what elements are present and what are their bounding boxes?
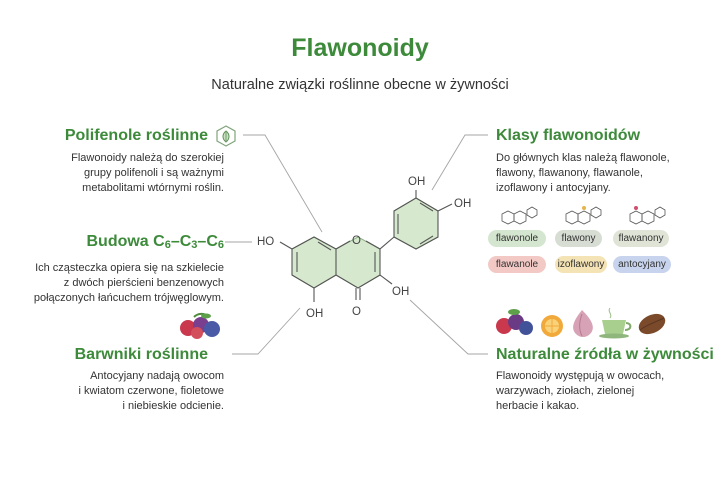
text-zrodla: Flawonoidy występują w owocach, warzywac… (496, 369, 706, 414)
structure-icon-2 (565, 206, 602, 225)
ring-a (291, 236, 337, 289)
class-pill-flawanony: flawanony (613, 230, 669, 247)
page-subtitle: Naturalne związki roślinne obecne w żywn… (211, 77, 509, 93)
connector-barwniki (232, 307, 301, 355)
text-line: Do głównych klas należą flawonole, (496, 152, 670, 164)
cocoa-icon (638, 313, 666, 335)
subscript: 3 (191, 239, 198, 251)
text-line: Ich cząsteczka opiera się na szkielecie (35, 262, 224, 274)
connector-klasy (431, 134, 488, 191)
heading-budowa-c: –C (170, 233, 192, 250)
text-line: połączonych łańcuchem trójwęglowym. (33, 292, 224, 304)
label-oh: OH (408, 176, 425, 188)
text-line: herbacie i kakao. (496, 400, 580, 412)
text-line: warzywach, ziołach, zielonej (496, 385, 635, 397)
text-line: flawony, flawanony, flawanole, (496, 167, 643, 179)
text-line: izoflawony i antocyjany. (496, 182, 611, 194)
text-line: i niebieskie odcienie. (122, 400, 224, 412)
structure-icon-3 (629, 206, 666, 225)
subscript: 6 (217, 239, 224, 251)
onion-icon (573, 310, 593, 337)
class-pill-izoflawony: izoflawony (555, 256, 607, 273)
connector-polifenole (243, 134, 323, 233)
heading-budowa-c: –C (197, 233, 218, 250)
ring-b (393, 197, 439, 250)
polyphenol-leaf-icon (216, 125, 236, 147)
heading-budowa-c: C (153, 233, 165, 250)
subscript: 6 (164, 239, 171, 251)
text-barwniki: Antocyjany nadają owocom i kwiatom czerw… (20, 369, 224, 414)
structure-icon-1 (501, 206, 538, 225)
heading-barwniki: Barwniki roślinne (74, 346, 208, 363)
orange-icon (541, 315, 563, 337)
class-pill-antocyjany: antocyjany (613, 256, 671, 273)
page-title: Flawonoidy (291, 34, 429, 62)
class-pill-flawony: flawony (555, 230, 602, 247)
label-oh: OH (392, 286, 409, 298)
label-oh: OH (306, 308, 323, 320)
text-line: z dwóch pierścieni benzenowych (63, 277, 224, 289)
structure-icons (501, 206, 666, 225)
text-line: metabolitami wtórnymi roślin. (82, 182, 224, 194)
berries-icon (496, 309, 533, 335)
text-klasy: Do głównych klas należą flawonole, flawo… (496, 151, 706, 196)
label-oh: OH (454, 198, 471, 210)
text-line: Antocyjany nadają owocom (90, 370, 224, 382)
heading-budowa-text: Budowa (86, 233, 154, 250)
class-pill-flawanole: flawanole (488, 256, 546, 273)
label-o-ring: O (352, 235, 361, 247)
text-budowa: Ich cząsteczka opiera się na szkielecie … (10, 261, 224, 306)
text-line: i kwiatom czerwone, fioletowe (78, 385, 224, 397)
text-line: Flawonoidy występują w owocach, (496, 370, 665, 382)
label-o-keto: O (352, 306, 361, 318)
heading-zrodla: Naturalne źródła w żywności (496, 346, 714, 363)
label-ho: HO (257, 236, 274, 248)
text-line: Flawonoidy należą do szerokiej (71, 152, 224, 164)
fruits-vegetables-tea-cocoa-icon (496, 307, 666, 339)
text-line: grupy polifenoli i są ważnymi (83, 167, 224, 179)
class-pill-flawonole: flawonole (488, 230, 546, 247)
berries-icon (180, 312, 220, 339)
heading-polifenole: Polifenole roślinne (64, 127, 208, 144)
text-polifenole: Flawonoidy należą do szerokiej grupy pol… (20, 151, 224, 196)
heading-klasy: Klasy flawonoidów (496, 127, 641, 144)
connector-zrodla (409, 299, 488, 355)
tea-cup-icon (599, 307, 632, 339)
heading-budowa: Budowa C6–C3–C6 (20, 233, 224, 251)
